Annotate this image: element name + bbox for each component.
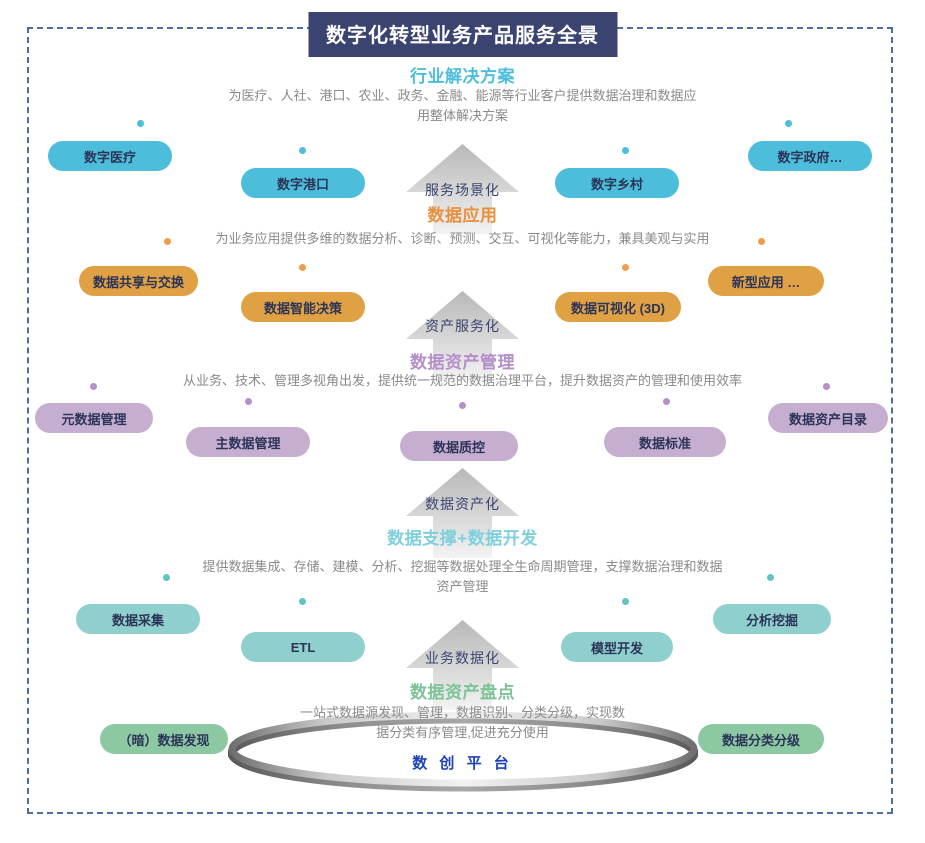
pill-new-applications[interactable]: 新型应用 … [708,266,824,296]
section-desc-data-asset-mgmt: 从业务、技术、管理多视角出发，提供统一规范的数据治理平台，提升数据资产的管理和使… [182,373,742,388]
dot-icon [622,598,629,605]
dot-icon [767,574,774,581]
dot-icon [299,598,306,605]
dot-icon [90,383,97,390]
dot-icon [622,264,629,271]
arrow-label-3: 业务数据化 [425,650,500,666]
dot-icon [785,120,792,127]
pill-data-classification-grading[interactable]: 数据分类分级 [698,724,824,754]
pill-data-collection[interactable]: 数据采集 [76,604,200,634]
page-title: 数字化转型业务产品服务全景 [308,12,617,57]
pill-data-smart-decision[interactable]: 数据智能决策 [241,292,365,322]
pill-data-standard[interactable]: 数据标准 [604,427,726,457]
pill-digital-government[interactable]: 数字政府… [748,141,872,171]
dot-icon [163,574,170,581]
dot-icon [663,398,670,405]
dot-icon [758,238,765,245]
section-heading-data-support-dev: 数据支撑+数据开发 [387,529,538,548]
pill-digital-village[interactable]: 数字乡村 [555,168,679,198]
section-desc-industry: 为医疗、人社、港口、农业、政务、金融、能源等行业客户提供数据治理和数据应用整体解… [228,88,697,124]
arrow-label-0: 服务场景化 [425,182,500,198]
dot-icon [245,398,252,405]
pill-data-asset-catalog[interactable]: 数据资产目录 [768,403,888,433]
pill-data-quality-control[interactable]: 数据质控 [400,431,518,461]
dot-icon [137,120,144,127]
dot-icon [299,147,306,154]
pill-etl[interactable]: ETL [241,632,365,662]
pill-data-visualization-3d[interactable]: 数据可视化 (3D) [555,292,681,322]
dot-icon [459,402,466,409]
platform-label: 数 创 平 台 [412,755,513,772]
dot-icon [164,238,171,245]
pill-master-data-management[interactable]: 主数据管理 [186,427,310,457]
section-heading-data-asset-mgmt: 数据资产管理 [410,353,515,372]
dot-icon [622,147,629,154]
arrow-data-assetization [406,468,519,558]
platform-ring [228,712,698,802]
section-desc-data-support-dev: 提供数据集成、存储、建模、分析、挖掘等数据处理全生命周期管理，支撑数据治理和数据… [202,559,723,595]
section-heading-data-asset-inventory: 数据资产盘点 [410,683,515,702]
arrow-label-2: 数据资产化 [425,496,500,512]
pill-metadata-management[interactable]: 元数据管理 [35,403,153,433]
pill-data-sharing-exchange[interactable]: 数据共享与交换 [79,266,198,296]
arrow-service-scenario [406,144,519,234]
section-desc-data-application: 为业务应用提供多维的数据分析、诊断、预测、交互、可视化等能力，兼具美观与实用 [215,231,710,246]
arrow-asset-service [406,291,519,381]
arrow-label-1: 资产服务化 [425,318,500,334]
pill-model-development[interactable]: 模型开发 [561,632,673,662]
pill-digital-healthcare[interactable]: 数字医疗 [48,141,172,171]
section-heading-industry: 行业解决方案 [410,67,515,86]
arrow-business-datafication [406,620,519,710]
section-heading-data-application: 数据应用 [427,206,498,225]
pill-digital-port[interactable]: 数字港口 [241,168,365,198]
dot-icon [823,383,830,390]
dot-icon [299,264,306,271]
pill-analysis-mining[interactable]: 分析挖掘 [713,604,831,634]
pill-dark-data-discovery[interactable]: （暗）数据发现 [100,724,228,754]
section-desc-data-asset-inventory: 一站式数据源发现、管理，数据识别、分类分级，实现数据分类有序管理,促进充分使用 [299,705,625,741]
